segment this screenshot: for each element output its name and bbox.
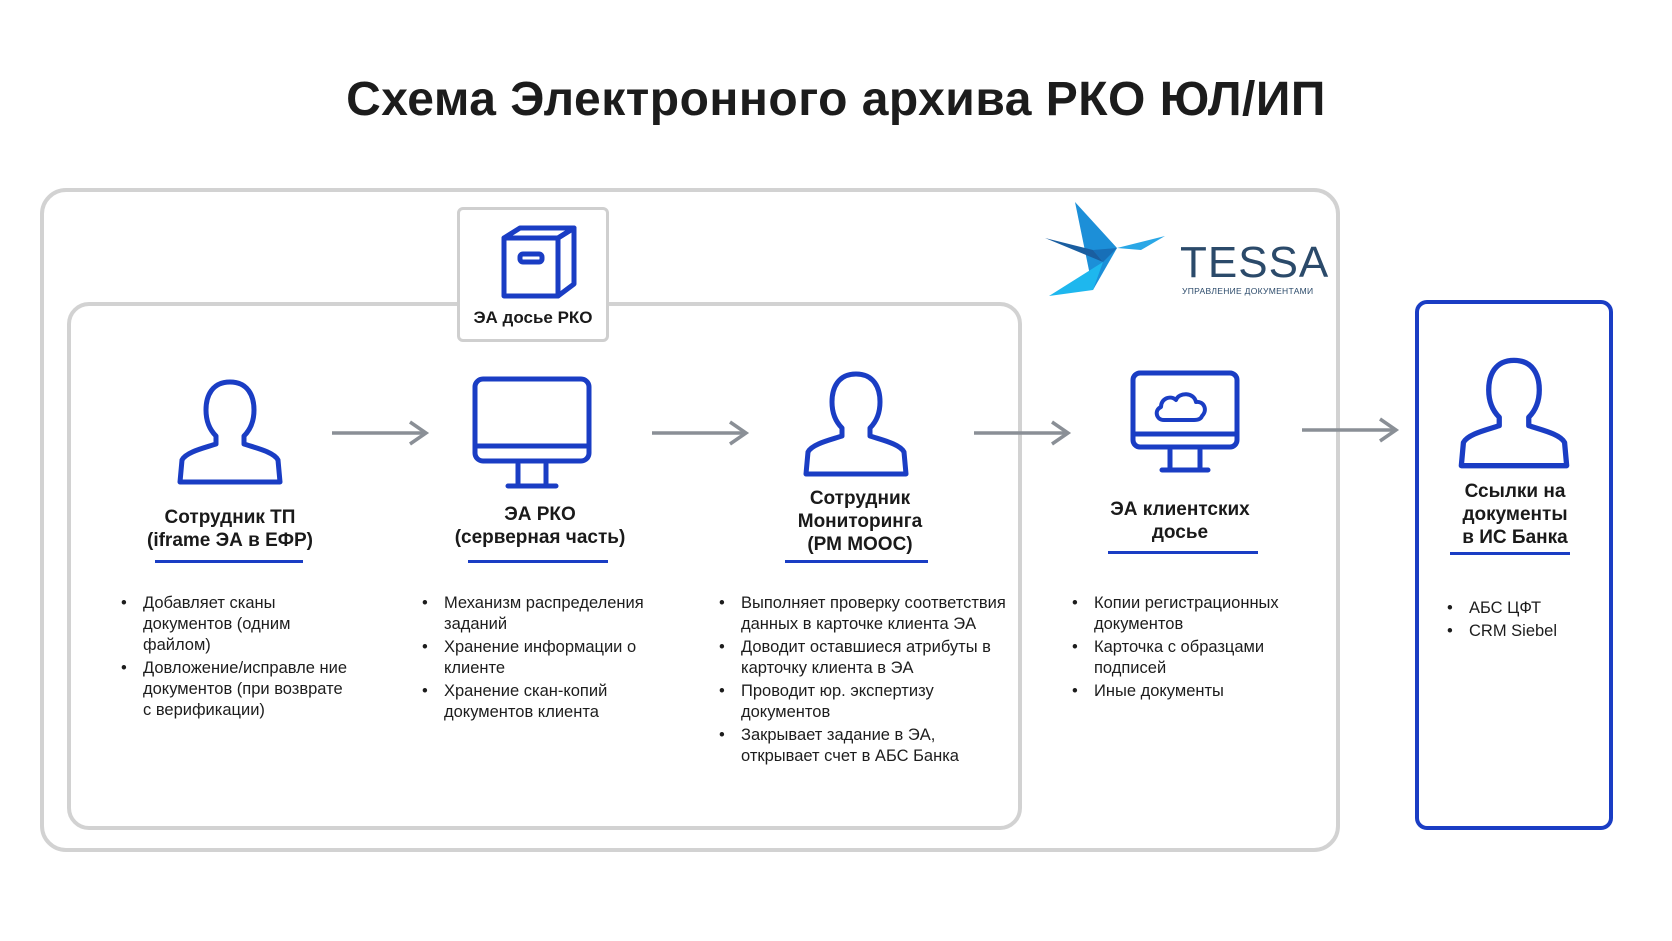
arrow-right-icon	[332, 420, 430, 446]
list-item: Добавляет сканы документов (одним файлом…	[119, 593, 349, 656]
list-item: Копии регистрационных документов	[1070, 593, 1320, 635]
list-item: Доводит оставшиеся атрибуты в карточку к…	[717, 637, 1007, 679]
node-1-label: Сотрудник ТП (iframe ЭА в ЕФР)	[140, 506, 320, 552]
logo-subtitle: УПРАВЛЕНИЕ ДОКУМЕНТАМИ	[1182, 286, 1314, 296]
tessa-system-frame	[40, 188, 1340, 852]
list-item: Иные документы	[1070, 681, 1320, 702]
list-item: Довложение/исправле ние документов (при …	[119, 658, 349, 721]
arrow-right-icon	[1302, 417, 1400, 443]
node-1-label-line-1: Сотрудник ТП	[164, 507, 296, 528]
person-icon	[803, 371, 909, 477]
list-item: АБС ЦФТ	[1445, 598, 1605, 619]
node-2-label-line-1: ЭА РКО	[504, 504, 576, 525]
node-1-underline	[155, 560, 303, 563]
cloud-monitor-icon	[1130, 370, 1240, 473]
node-3-label: Сотрудник Мониторинга (РМ МООС)	[760, 487, 960, 556]
node-5-label-line-1: Ссылки на	[1464, 481, 1566, 502]
list-item: Закрывает задание в ЭА, открывает счет в…	[717, 725, 1007, 767]
node-2-underline	[468, 560, 608, 563]
dossier-label: ЭА досье РКО	[473, 308, 593, 327]
arrow-right-icon	[974, 420, 1072, 446]
node-4-label-line-2: досье	[1151, 522, 1209, 543]
node-3-bullets: Выполняет проверку соответствия данных в…	[717, 593, 1007, 769]
list-item: Механизм распределения заданий	[420, 593, 660, 635]
arrow-right-icon	[652, 420, 750, 446]
list-item: Проводит юр. экспертизу документов	[717, 681, 1007, 723]
bank-is-frame	[1415, 300, 1613, 830]
node-2-bullets: Механизм распределения заданий Хранение …	[420, 593, 660, 725]
node-5-underline	[1450, 552, 1570, 555]
node-3-label-line-1: Сотрудник	[809, 488, 911, 509]
list-item: CRM Siebel	[1445, 621, 1605, 642]
monitor-icon	[472, 376, 592, 489]
archive-box-icon	[501, 225, 577, 299]
node-2-label: ЭА РКО (серверная часть)	[440, 503, 640, 549]
list-item: Хранение информации о клиенте	[420, 637, 660, 679]
node-4-underline	[1108, 551, 1258, 554]
logo-name: TESSA	[1180, 238, 1330, 287]
list-item: Выполняет проверку соответствия данных в…	[717, 593, 1007, 635]
node-3-label-line-3: (РМ МООС)	[807, 534, 913, 555]
node-4-label: ЭА клиентских досье	[1080, 498, 1280, 544]
node-3-underline	[785, 560, 928, 563]
node-5-label-line-3: в ИС Банка	[1462, 527, 1568, 548]
node-5-label: Ссылки на документы в ИС Банка	[1420, 480, 1610, 549]
node-1-label-line-2: (iframe ЭА в ЕФР)	[147, 530, 313, 551]
node-3-label-line-2: Мониторинга	[797, 511, 923, 532]
node-4-label-line-1: ЭА клиентских	[1110, 499, 1250, 520]
diagram-title: Схема Электронного архива РКО ЮЛ/ИП	[346, 73, 1326, 126]
person-icon	[177, 379, 283, 485]
node-5-bullets: АБС ЦФТ CRM Siebel	[1445, 598, 1605, 644]
dossier-header-box: ЭА досье РКО	[457, 207, 609, 342]
node-1-bullets: Добавляет сканы документов (одним файлом…	[119, 593, 349, 723]
list-item: Хранение скан-копий документов клиента	[420, 681, 660, 723]
list-item: Карточка с образцами подписей	[1070, 637, 1320, 679]
bird-logo-icon	[1045, 202, 1165, 296]
node-2-label-line-2: (серверная часть)	[454, 527, 626, 548]
node-4-bullets: Копии регистрационных документов Карточк…	[1070, 593, 1320, 704]
node-5-label-line-2: документы	[1462, 504, 1568, 525]
person-icon	[1458, 357, 1570, 469]
